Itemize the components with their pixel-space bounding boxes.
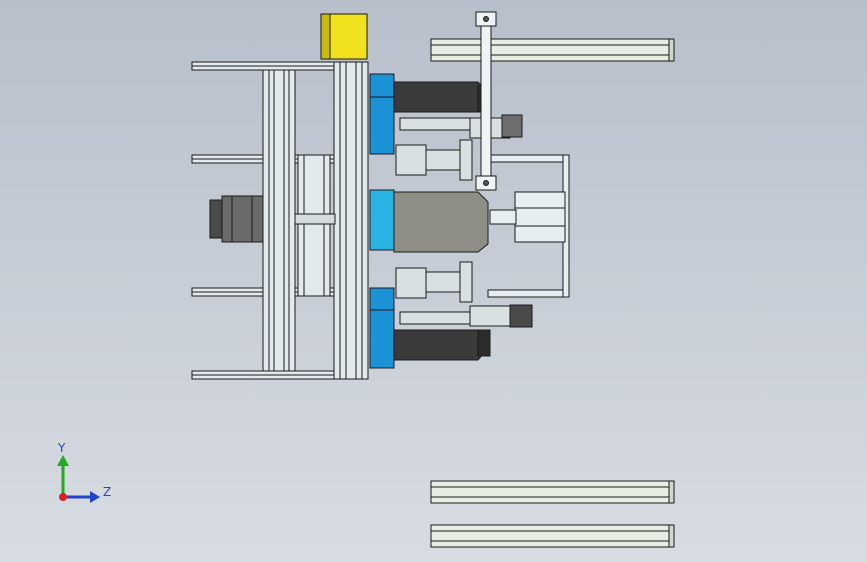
axis-y-label: Y xyxy=(58,441,66,455)
dark-motor-housing-top[interactable] xyxy=(393,81,491,113)
spindle-assembly-top[interactable] xyxy=(395,114,523,181)
gray-center-housing[interactable] xyxy=(393,191,489,253)
spindle-assembly-bottom[interactable] xyxy=(395,261,533,328)
axis-triad xyxy=(57,455,100,503)
servo-motor-left[interactable] xyxy=(209,195,336,243)
blue-mounting-plates[interactable] xyxy=(369,73,395,369)
rail-top[interactable] xyxy=(430,38,675,62)
axis-z-label: Z xyxy=(103,485,112,499)
rail-bottom-1[interactable] xyxy=(430,480,675,504)
dark-motor-housing-bottom[interactable] xyxy=(393,329,491,361)
vertical-guide-rod[interactable] xyxy=(475,11,497,191)
pneumatic-cylinder[interactable] xyxy=(487,154,570,298)
rail-bottom-2[interactable] xyxy=(430,524,675,548)
yellow-sensor-block[interactable] xyxy=(320,13,368,60)
